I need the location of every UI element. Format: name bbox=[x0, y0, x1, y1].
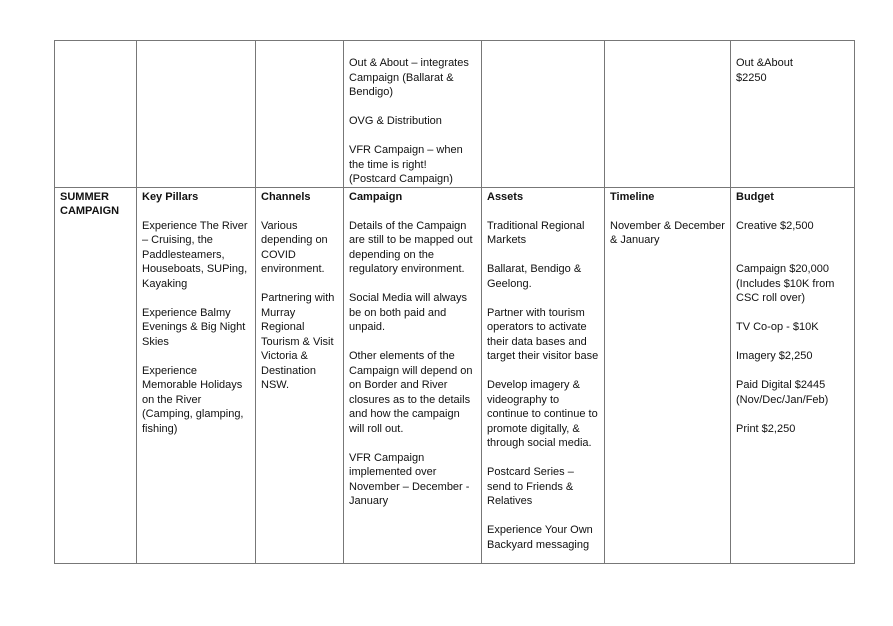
campaign-item: Social Media will always be on both paid… bbox=[349, 292, 467, 333]
assets-header: Assets bbox=[487, 190, 524, 203]
empty-cell bbox=[136, 40, 256, 188]
channel-item: Various depending on COVID environment. bbox=[261, 219, 328, 276]
budget-item: Paid Digital $2445 (Nov/Dec/Jan/Feb) bbox=[736, 379, 829, 406]
campaign-item: Other elements of the Campaign will depe… bbox=[349, 350, 473, 435]
budget-item: TV Co-op - $10K bbox=[736, 321, 819, 333]
channels-cell: Channels Various depending on COVID envi… bbox=[255, 186, 344, 564]
row-label-line: SUMMER bbox=[60, 190, 109, 203]
budget-cell: Budget Creative $2,500 Campaign $20,000 … bbox=[730, 186, 855, 564]
budget-item: Creative $2,500 bbox=[736, 219, 814, 232]
timeline-item: November & December & January bbox=[610, 219, 725, 247]
top-budget-line: $2250 bbox=[736, 71, 767, 84]
top-campaign-cell: Out & About – integrates Campaign (Balla… bbox=[343, 40, 482, 188]
key-pillars-header: Key Pillars bbox=[142, 190, 199, 203]
asset-item: Experience Your Own Backyard messaging bbox=[487, 524, 593, 551]
campaign-item: VFR Campaign implemented over November –… bbox=[349, 451, 470, 508]
asset-item: Traditional Regional Markets bbox=[487, 219, 585, 247]
timeline-cell: Timeline November & December & January bbox=[604, 186, 731, 564]
top-campaign-item: OVG & Distribution bbox=[349, 115, 442, 127]
assets-cell: Assets Traditional Regional Markets Ball… bbox=[481, 186, 605, 564]
asset-item: Develop imagery & videography to continu… bbox=[487, 379, 598, 449]
empty-cell bbox=[604, 40, 731, 188]
table-row-main: SUMMER CAMPAIGN Key Pillars Experience T… bbox=[54, 186, 855, 564]
channels-header: Channels bbox=[261, 190, 311, 203]
table-row-top: Out & About – integrates Campaign (Balla… bbox=[54, 40, 855, 188]
empty-cell bbox=[481, 40, 605, 188]
top-budget-cell: Out &About $2250 bbox=[730, 40, 855, 188]
campaign-cell: Campaign Details of the Campaign are sti… bbox=[343, 186, 482, 564]
row-label-line: CAMPAIGN bbox=[60, 205, 120, 217]
budget-item: Print $2,250 bbox=[736, 422, 796, 435]
campaign-header: Campaign bbox=[349, 190, 403, 203]
budget-header: Budget bbox=[736, 190, 774, 203]
timeline-header: Timeline bbox=[610, 190, 655, 203]
top-campaign-item: VFR Campaign – when the time is right! (… bbox=[349, 144, 463, 185]
budget-item: Imagery $2,250 bbox=[736, 350, 813, 362]
asset-item: Partner with tourism operators to activa… bbox=[487, 306, 599, 363]
row-label-cell: SUMMER CAMPAIGN bbox=[54, 186, 137, 564]
top-budget-line: Out &About bbox=[736, 57, 793, 69]
key-pillar-item: Experience Balmy Evenings & Big Night Sk… bbox=[142, 306, 246, 348]
asset-item: Ballarat, Bendigo & Geelong. bbox=[487, 263, 582, 290]
key-pillar-item: Experience Memorable Holidays on the Riv… bbox=[142, 364, 244, 435]
budget-item: Campaign $20,000 (Includes $10K from CSC… bbox=[736, 263, 835, 304]
campaign-item: Details of the Campaign are still to be … bbox=[349, 219, 473, 276]
key-pillars-cell: Key Pillars Experience The River – Cruis… bbox=[136, 186, 256, 564]
top-campaign-item: Out & About – integrates Campaign (Balla… bbox=[349, 57, 469, 98]
campaign-table: Out & About – integrates Campaign (Balla… bbox=[54, 40, 855, 564]
channel-item: Partnering with Murray Regional Tourism … bbox=[261, 292, 335, 391]
empty-cell bbox=[54, 40, 137, 188]
asset-item: Postcard Series – send to Friends & Rela… bbox=[487, 466, 574, 507]
key-pillar-item: Experience The River – Cruising, the Pad… bbox=[142, 219, 248, 290]
empty-cell bbox=[255, 40, 344, 188]
